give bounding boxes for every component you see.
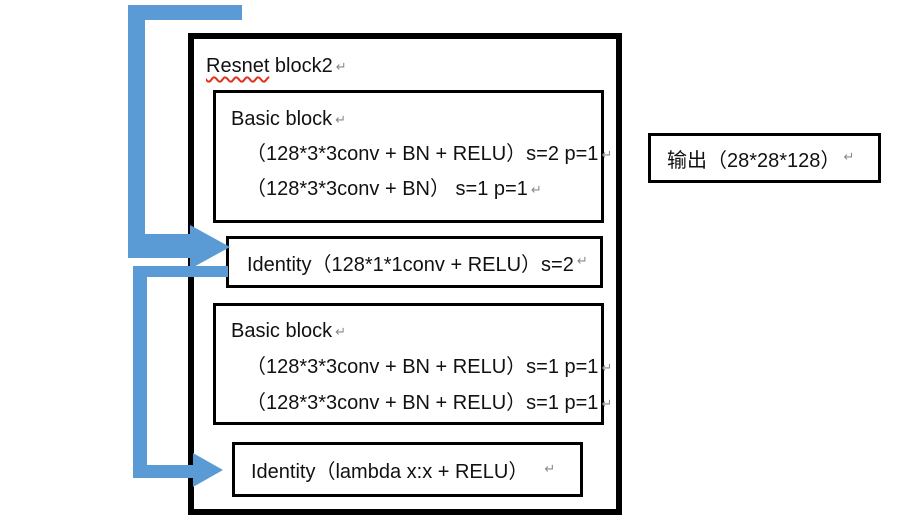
output-dimensions-box: 输出（28*28*128）↵ [648, 133, 881, 183]
basic-block-1-line1-text: （128*3*3conv + BN + RELU）s=2 p=1 [246, 143, 599, 165]
basic-block-2-line2-text: （128*3*3conv + BN + RELU）s=1 p=1 [246, 392, 599, 414]
paragraph-mark: ↵ [601, 396, 613, 411]
arrow1-vertical-segment [128, 5, 145, 258]
basic-block-1-box: Basic block↵ （128*3*3conv + BN + RELU）s=… [213, 90, 612, 223]
identity-block-2-box: Identity（lambda x:x + RELU） ↵ [232, 442, 583, 497]
resnet-block2-title: Resnet block2↵ [206, 55, 347, 78]
basic-block-2-heading: Basic block↵ [216, 313, 601, 349]
arrow2-arrowhead-icon [193, 453, 223, 487]
paragraph-mark: ↵ [601, 360, 613, 375]
basic-block-2-heading-text: Basic block [231, 320, 333, 342]
paragraph-mark: ↵ [576, 253, 588, 268]
arrow2-bottom-segment [133, 465, 194, 478]
title-rest: block2 [269, 55, 333, 77]
identity-block-1-box: Identity（128*1*1conv + RELU）s=2↵ [226, 236, 603, 288]
paragraph-mark: ↵ [335, 112, 347, 127]
basic-block-1-heading: Basic block↵ [216, 102, 601, 137]
arrow1-bottom-segment [128, 234, 191, 258]
basic-block-2-line2: （128*3*3conv + BN + RELU）s=1 p=1↵ [216, 385, 612, 421]
paragraph-mark: ↵ [530, 182, 542, 197]
basic-block-1-heading-text: Basic block [231, 108, 333, 130]
basic-block-1-line2-text: （128*3*3conv + BN） s=1 p=1 [246, 178, 528, 200]
paragraph-mark: ↵ [335, 59, 347, 74]
output-dimensions-label: 输出（28*28*128） [667, 149, 841, 172]
paragraph-mark: ↵ [544, 460, 556, 476]
basic-block-2-line1: （128*3*3conv + BN + RELU）s=1 p=1↵ [216, 349, 612, 385]
paragraph-mark: ↵ [601, 147, 613, 162]
paragraph-mark: ↵ [843, 149, 855, 164]
arrow1-top-segment [128, 5, 242, 20]
basic-block-2-line1-text: （128*3*3conv + BN + RELU）s=1 p=1 [246, 356, 599, 378]
title-misspelled-word: Resnet [206, 55, 270, 77]
identity-block-2-label: Identity（lambda x:x + RELU） [251, 461, 529, 483]
arrow1-arrowhead-icon [190, 225, 230, 269]
arrow2-vertical-segment [133, 266, 147, 478]
identity-block-1-label: Identity（128*1*1conv + RELU）s=2 [247, 253, 574, 276]
paragraph-mark: ↵ [335, 324, 347, 339]
basic-block-1-line2: （128*3*3conv + BN） s=1 p=1↵ [216, 172, 601, 207]
basic-block-2-box: Basic block↵ （128*3*3conv + BN + RELU）s=… [213, 303, 612, 425]
basic-block-1-line1: （128*3*3conv + BN + RELU）s=2 p=1↵ [216, 137, 612, 172]
arrow2-top-segment [133, 266, 228, 277]
